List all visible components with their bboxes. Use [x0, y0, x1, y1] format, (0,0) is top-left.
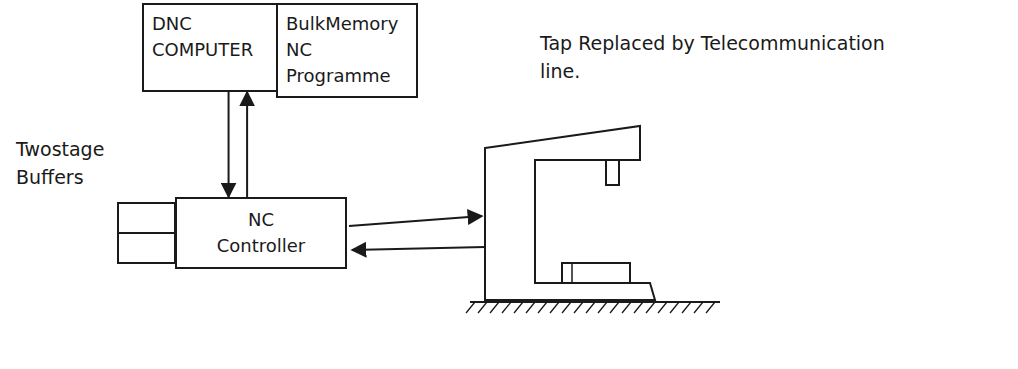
hatch-stroke: [490, 302, 499, 313]
ground-hatching: [466, 302, 715, 313]
buffer-divider: [118, 232, 175, 234]
hatch-stroke: [466, 302, 475, 313]
control-signal-wire: [349, 216, 482, 226]
hatch-stroke: [514, 302, 523, 313]
machine-frame: [485, 126, 655, 300]
hatch-stroke: [658, 302, 667, 313]
feedback-wire: [352, 247, 485, 250]
hatch-stroke: [670, 302, 679, 313]
hatch-stroke: [538, 302, 547, 313]
workpiece-clamp: [571, 263, 573, 283]
memory-box: BulkMemory NC Programme: [276, 3, 418, 98]
computer-box: DNC COMPUTER: [142, 3, 278, 92]
hatch-stroke: [586, 302, 595, 313]
hatch-stroke: [550, 302, 559, 313]
controller-box: NC Controller: [175, 197, 347, 269]
hatch-stroke: [682, 302, 691, 313]
hatch-stroke: [694, 302, 703, 313]
workpiece: [562, 263, 630, 283]
hatch-stroke: [562, 302, 571, 313]
buffer-box: [118, 203, 175, 263]
node-label: NC Controller: [206, 207, 316, 259]
buffer-label: Twostage Buffers: [16, 136, 120, 191]
hatch-stroke: [622, 302, 631, 313]
hatch-stroke: [478, 302, 487, 313]
node-label: DNC COMPUTER: [152, 11, 268, 63]
hatch-stroke: [574, 302, 583, 313]
spindle-tool: [606, 160, 619, 185]
note-label: Tap Replaced by Telecommunication line.: [540, 30, 892, 85]
node-label: BulkMemory NC Programme: [286, 11, 408, 89]
hatch-stroke: [598, 302, 607, 313]
hatch-stroke: [706, 302, 715, 313]
data-link-arrow: [228, 92, 230, 197]
hatch-stroke: [610, 302, 619, 313]
hatch-stroke: [502, 302, 511, 313]
hatch-stroke: [634, 302, 643, 313]
hatch-stroke: [646, 302, 655, 313]
data-link-arrow: [246, 92, 248, 197]
hatch-stroke: [526, 302, 535, 313]
